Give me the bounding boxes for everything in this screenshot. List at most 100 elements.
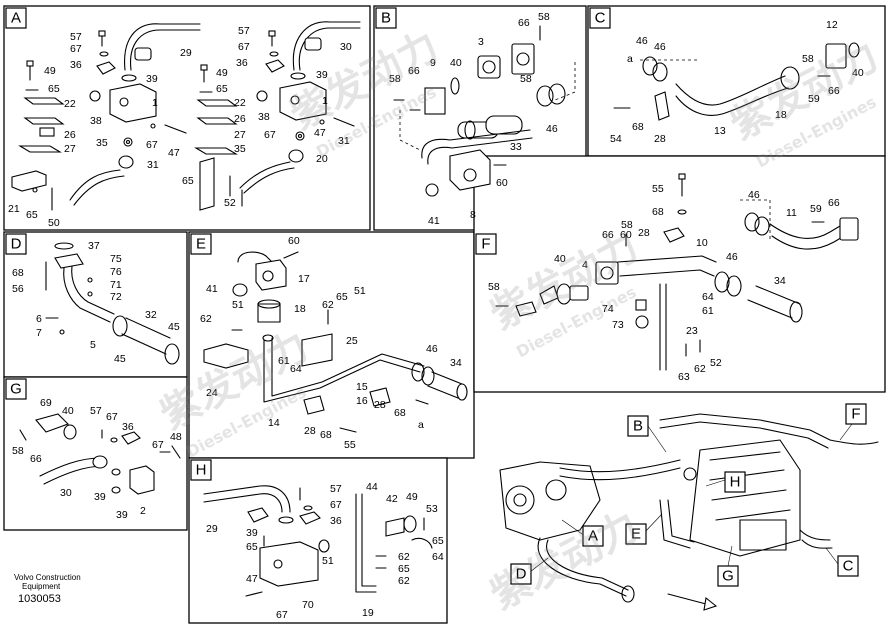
svg-text:46: 46 [726,251,738,263]
svg-text:15: 15 [356,381,368,393]
svg-text:67: 67 [106,411,118,423]
overview-callout-g: G [717,565,739,587]
caption-line-1: Volvo Construction [14,573,81,582]
drawing-code: 1030053 [18,593,61,605]
panel-label-b: B [375,7,397,29]
svg-text:58: 58 [488,281,500,293]
svg-text:55: 55 [344,439,356,451]
svg-text:A: A [11,10,21,27]
svg-text:68: 68 [632,121,644,133]
panel-g-frame [3,376,188,531]
svg-text:69: 69 [40,397,52,409]
svg-text:紫发动力: 紫发动力 [483,503,646,619]
svg-text:66: 66 [828,85,840,97]
svg-text:65: 65 [48,83,60,95]
svg-text:67: 67 [70,43,82,55]
panel-d-frame [3,231,188,378]
svg-text:37: 37 [88,240,100,252]
svg-text:5: 5 [90,339,96,351]
svg-text:47: 47 [314,127,326,139]
svg-text:56: 56 [12,283,24,295]
svg-text:58: 58 [802,53,814,65]
svg-text:47: 47 [246,573,258,585]
svg-text:73: 73 [612,319,624,331]
svg-text:49: 49 [44,65,56,77]
svg-text:64: 64 [702,291,714,303]
svg-text:31: 31 [147,159,159,171]
panel-h-parts [203,485,433,597]
svg-text:55: 55 [652,183,664,195]
panel-h-frame [188,457,448,624]
svg-text:62: 62 [398,575,410,587]
svg-text:49: 49 [406,491,418,503]
svg-text:30: 30 [60,487,72,499]
svg-text:1: 1 [322,95,328,107]
caption: Volvo Construction Equipment 1030053 [14,573,81,605]
svg-text:29: 29 [180,47,192,59]
svg-text:65: 65 [432,535,444,547]
caption-line-2: Equipment [22,582,61,591]
svg-text:46: 46 [426,343,438,355]
svg-text:71: 71 [110,279,122,291]
svg-text:13: 13 [714,125,726,137]
svg-text:51: 51 [354,285,366,297]
svg-text:20: 20 [316,153,328,165]
svg-text:42: 42 [386,493,398,505]
svg-text:D: D [11,236,22,253]
svg-text:26: 26 [234,113,246,125]
svg-text:48: 48 [170,431,182,443]
svg-text:74: 74 [602,303,614,315]
svg-text:24: 24 [206,387,218,399]
svg-text:60: 60 [288,235,300,247]
svg-text:64: 64 [432,551,444,563]
svg-text:11: 11 [786,207,797,219]
panel-a-parts [11,21,361,211]
svg-text:28: 28 [304,425,316,437]
panel-g-parts [19,413,181,495]
svg-text:27: 27 [234,129,246,141]
svg-text:64: 64 [290,363,302,375]
svg-text:46: 46 [636,35,648,47]
svg-text:53: 53 [426,503,438,515]
svg-text:28: 28 [374,399,386,411]
overview-callouts: B F H A E D G C [510,403,867,587]
svg-text:a: a [418,419,424,431]
svg-text:66: 66 [408,65,420,77]
svg-text:23: 23 [686,325,698,337]
svg-text:25: 25 [346,335,358,347]
svg-text:C: C [843,558,854,575]
svg-text:66: 66 [602,229,614,241]
svg-text:33: 33 [510,141,522,153]
svg-text:57: 57 [238,25,250,37]
svg-text:67: 67 [276,609,288,621]
svg-text:29: 29 [206,523,218,535]
svg-text:44: 44 [366,481,378,493]
svg-text:51: 51 [232,299,244,311]
overview-callout-h: H [724,471,746,493]
svg-text:68: 68 [394,407,406,419]
panel-c-frame [587,5,886,157]
overview-callout-a: A [582,525,604,547]
svg-text:46: 46 [546,123,558,135]
svg-text:39: 39 [316,69,328,81]
svg-text:61: 61 [278,355,290,367]
panel-f-numbers: 55 68 58 46 11 59 66 28 10 60 66 40 4 46… [488,183,840,383]
svg-text:58: 58 [389,73,401,85]
svg-text:68: 68 [652,206,664,218]
svg-text:46: 46 [654,41,666,53]
svg-text:70: 70 [302,599,314,611]
overview-callout-c: C [837,555,859,577]
svg-text:10: 10 [696,237,708,249]
svg-text:39: 39 [94,491,106,503]
svg-text:1: 1 [152,97,158,109]
panel-label-e: E [190,233,212,255]
svg-text:46: 46 [748,189,760,201]
svg-text:72: 72 [110,291,122,303]
svg-text:57: 57 [90,405,102,417]
svg-text:26: 26 [64,129,76,141]
svg-text:4: 4 [582,259,588,271]
panel-e-numbers: 60 17 41 51 18 62 65 51 62 25 61 64 46 3… [200,235,462,451]
svg-text:39: 39 [116,509,128,521]
svg-text:52: 52 [224,197,236,209]
panel-a-numbers: 57 67 36 29 49 39 65 1 22 38 26 27 35 67… [8,25,352,229]
